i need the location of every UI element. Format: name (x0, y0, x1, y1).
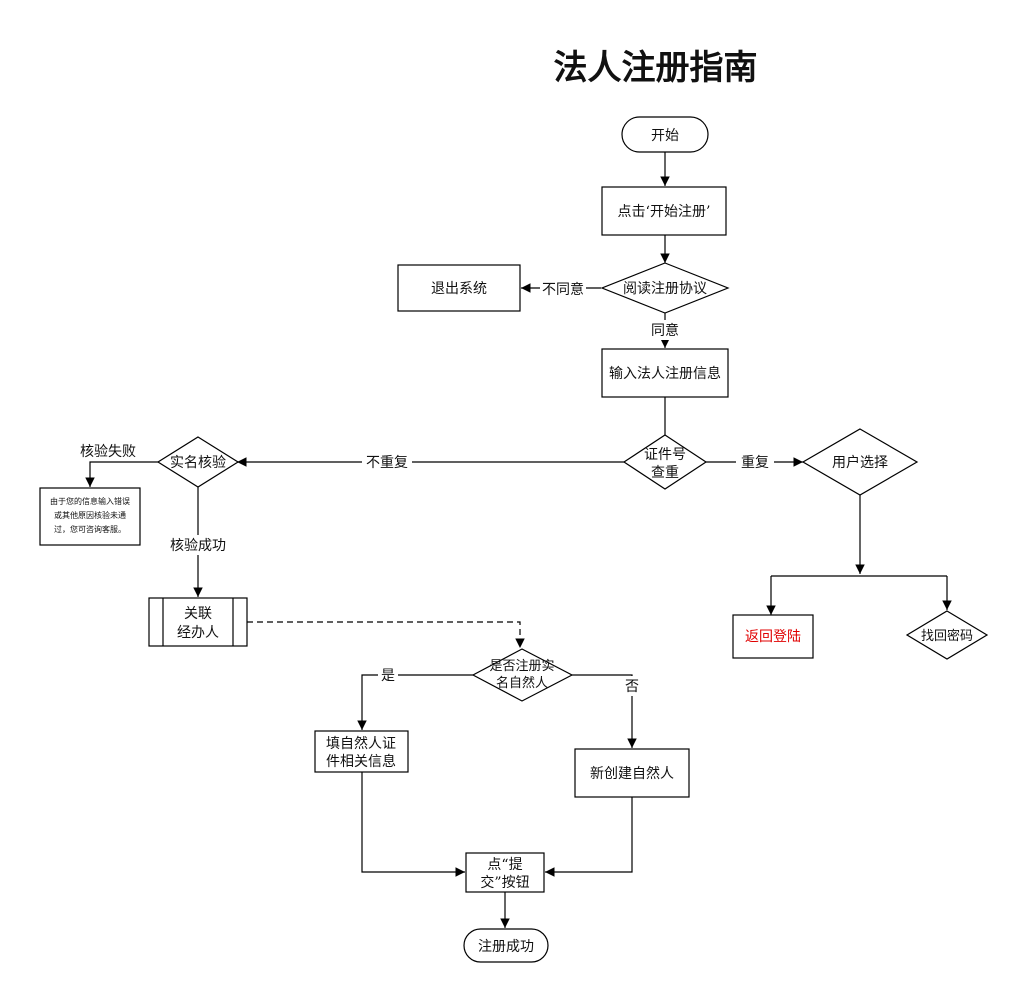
edge-fill-to-submit (361, 772, 465, 877)
node-realname-verify-label: 实名核验 (170, 455, 226, 471)
node-is-registered: 是否注册实 名自然人 (471, 648, 574, 702)
node-input-info-label: 输入法人注册信息 (609, 365, 721, 382)
node-click-register: 点击‘开始注册’ (601, 186, 727, 236)
node-submit: 点“提 交”按钮 (465, 852, 545, 893)
node-id-check-label-2: 查重 (651, 465, 679, 481)
node-fail-message-line-1: 由于您的信息输入错误 (50, 496, 130, 506)
node-success: 注册成功 (463, 928, 549, 963)
edge-agent-to-decision (247, 621, 525, 648)
node-id-check-label-1: 证件号 (644, 447, 686, 463)
page-title: 法人注册指南 (553, 48, 758, 88)
node-fill-info-label-2: 件相关信息 (326, 753, 396, 770)
node-read-agreement: 阅读注册协议 (600, 262, 730, 314)
node-start: 开始 (621, 116, 709, 153)
node-return-login: 返回登陆 (732, 614, 814, 659)
label-agree: 同意 (651, 322, 679, 339)
node-is-registered-label-1: 是否注册实 (489, 659, 554, 674)
node-link-agent: 关联 经办人 (148, 597, 248, 647)
node-create-person-label: 新创建自然人 (590, 765, 674, 782)
node-fill-info: 填自然人证 件相关信息 (314, 730, 409, 773)
node-read-agreement-label: 阅读注册协议 (623, 280, 707, 297)
node-user-choice-label: 用户选择 (832, 454, 888, 471)
edge-create-to-submit (545, 797, 633, 877)
edge-yes (357, 674, 473, 730)
label-yes: 是 (381, 668, 395, 684)
node-realname-verify: 实名核验 (156, 436, 240, 488)
label-disagree: 不同意 (542, 281, 584, 298)
node-input-info: 输入法人注册信息 (601, 348, 729, 398)
edge-no (572, 674, 637, 748)
node-id-check: 证件号 查重 (622, 434, 708, 490)
node-submit-label-1: 点“提 (487, 857, 522, 873)
node-find-password-label: 找回密码 (921, 628, 973, 644)
node-fill-info-label-1: 填自然人证 (326, 735, 396, 752)
node-find-password: 找回密码 (905, 610, 989, 660)
node-submit-label-2: 交”按钮 (480, 874, 529, 891)
node-is-registered-label-2: 名自然人 (496, 675, 548, 691)
node-exit-system: 退出系统 (397, 264, 521, 312)
edge-verify-fail (85, 461, 158, 487)
node-user-choice: 用户选择 (801, 428, 919, 496)
edges (85, 152, 952, 928)
label-verify-fail: 核验失败 (80, 444, 136, 460)
label-verify-success: 核验成功 (170, 538, 226, 554)
node-return-login-label: 返回登陆 (745, 629, 801, 645)
node-exit-system-label: 退出系统 (431, 281, 487, 297)
node-link-agent-label-2: 经办人 (177, 625, 219, 641)
node-fail-message: 由于您的信息输入错误 或其他原因核验未通 过，您可咨询客服。 (39, 487, 141, 546)
node-create-person: 新创建自然人 (574, 748, 690, 798)
label-no: 否 (625, 679, 639, 695)
label-duplicate: 重复 (741, 454, 769, 471)
node-fail-message-line-3: 过，您可咨询客服。 (54, 524, 126, 534)
node-success-label: 注册成功 (478, 939, 534, 955)
node-fail-message-line-2: 或其他原因核验未通 (54, 510, 126, 520)
edge-labels: 不同意 同意 不重复 重复 核验失败 核验成功 是 否 (80, 278, 774, 696)
node-start-label: 开始 (651, 128, 679, 144)
node-link-agent-label-1: 关联 (184, 606, 212, 622)
node-click-register-label: 点击‘开始注册’ (618, 204, 711, 220)
label-not-duplicate: 不重复 (366, 454, 408, 471)
